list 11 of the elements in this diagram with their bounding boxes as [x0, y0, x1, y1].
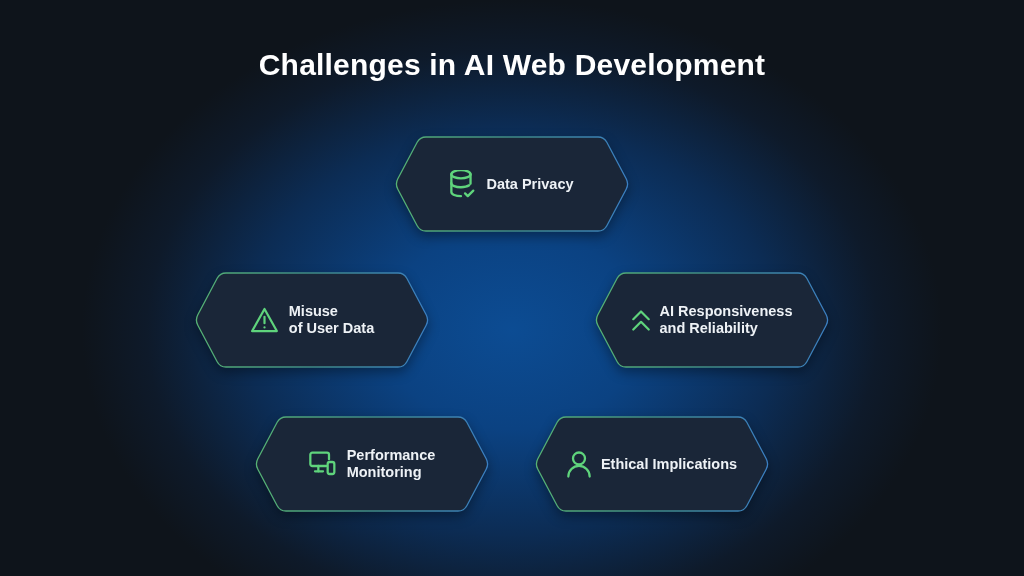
- challenge-label: Data Privacy: [486, 175, 574, 193]
- hexagon-card: [254, 416, 490, 512]
- hexagon-card: [534, 416, 770, 512]
- hexagon-card: [394, 136, 630, 232]
- challenge-label: Misuse of User Data: [288, 303, 375, 337]
- challenge-label: Ethical Implications: [600, 455, 738, 473]
- hexagon-card: [194, 272, 430, 368]
- challenge-label: Performance Monitoring: [346, 447, 436, 481]
- challenge-label: AI Responsiveness and Reliability: [659, 303, 793, 337]
- hexagon-card: [594, 272, 830, 368]
- diagram-title: Challenges in AI Web Development: [258, 48, 766, 82]
